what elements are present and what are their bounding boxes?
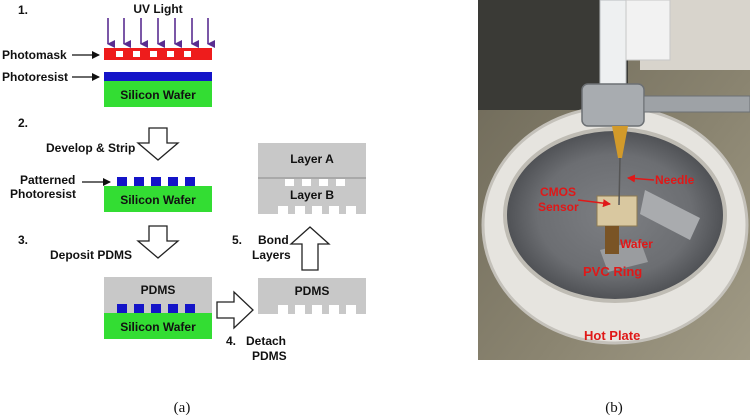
resist-block: [185, 304, 195, 313]
detach-label-line1: Detach: [246, 334, 286, 348]
metal-clip: [640, 190, 700, 240]
bond-label-line1: Bond: [258, 233, 289, 247]
resist-block: [151, 177, 161, 186]
resist-block: [117, 177, 127, 186]
hot-plate-label: Hot Plate: [584, 328, 640, 343]
patterned-label-line1: Patterned: [20, 173, 75, 187]
pdms-label: PDMS: [141, 283, 176, 297]
uv-light-label: UV Light: [133, 2, 182, 16]
needle-hub: [612, 126, 628, 158]
pvc-ring-label: PVC Ring: [583, 264, 642, 279]
resist-block: [185, 177, 195, 186]
caption-b: (b): [605, 400, 623, 416]
resist-block: [134, 304, 144, 313]
right-arrow-step4: [216, 290, 254, 330]
syringe-clamp: [581, 83, 645, 127]
resist-block: [134, 177, 144, 186]
patterned-label-line2: Photoresist: [10, 187, 76, 201]
photoresist-label: Photoresist: [2, 70, 68, 84]
cmos-label-line1: CMOS: [540, 185, 576, 199]
clamp-arm: [643, 95, 750, 113]
channel-void: [336, 179, 345, 186]
step-3-number: 3.: [18, 233, 28, 247]
photomask-label: Photomask: [2, 48, 67, 62]
pdms-mold: [258, 278, 366, 314]
photoresist-layer: [104, 72, 212, 81]
photomask-opening: [167, 51, 174, 57]
step-5-number: 5.: [232, 233, 242, 247]
channel-void: [285, 179, 294, 186]
resist-block: [168, 177, 178, 186]
develop-strip-label: Develop & Strip: [46, 141, 135, 155]
silicon-wafer-label: Silicon Wafer: [120, 320, 196, 334]
panel-a-diagram: 1. UV Light Photomask Photoresist Silico…: [2, 2, 366, 416]
caption-a: (a): [174, 400, 191, 416]
syringe-wrap-tape: [625, 0, 671, 61]
cmos-pointer-arrow: [577, 199, 611, 208]
syringe-barrel: [599, 0, 627, 93]
needle-label: Needle: [655, 173, 695, 187]
panel-b-photo: Needle CMOS Sensor Wafer PVC Ring Hot Pl…: [478, 0, 750, 416]
down-arrow-step2: [136, 127, 180, 161]
detach-label-line2: PDMS: [252, 349, 287, 363]
step-4-number: 4.: [226, 334, 236, 348]
resist-block: [117, 304, 127, 313]
pdms-mold-label: PDMS: [295, 284, 330, 298]
up-arrow-step5: [289, 226, 331, 271]
uv-light-arrows: [107, 18, 215, 48]
resist-block: [151, 304, 161, 313]
layer-b-label: Layer B: [290, 188, 334, 202]
deposit-pdms-label: Deposit PDMS: [50, 248, 132, 262]
cmos-label-line2: Sensor: [538, 200, 579, 214]
channel-void: [319, 179, 328, 186]
photomask-opening: [116, 51, 123, 57]
channel-void: [302, 179, 311, 186]
down-arrow-step3: [136, 225, 180, 259]
pdms-on-wafer-stack: PDMS Silicon Wafer: [104, 277, 212, 339]
silicon-wafer-step3: [104, 313, 212, 339]
bond-label-line2: Layers: [252, 248, 291, 262]
layer-a-label: Layer A: [290, 152, 334, 166]
patterned-photoresist: [117, 177, 195, 186]
bonded-layers: Layer A Layer B: [258, 143, 366, 214]
step-2-number: 2.: [18, 116, 28, 130]
detached-pdms: PDMS: [258, 278, 366, 314]
photomask-opening: [133, 51, 140, 57]
resist-block: [168, 304, 178, 313]
silicon-wafer-label: Silicon Wafer: [120, 193, 196, 207]
wafer-photo-label: Wafer: [620, 237, 653, 251]
cmos-sensor-chip: [596, 195, 638, 227]
silicon-wafer-label: Silicon Wafer: [120, 88, 196, 102]
photomask: [104, 48, 212, 60]
needle-tip: [618, 157, 621, 206]
wafer-piece: [605, 226, 619, 254]
silicon-wafer-step2: [104, 186, 212, 212]
photomask-opening: [184, 51, 191, 57]
photomask-opening: [150, 51, 157, 57]
silicon-wafer-step1: [104, 81, 212, 107]
step-1-number: 1.: [18, 3, 28, 17]
needle-pointer-arrow: [627, 174, 655, 183]
